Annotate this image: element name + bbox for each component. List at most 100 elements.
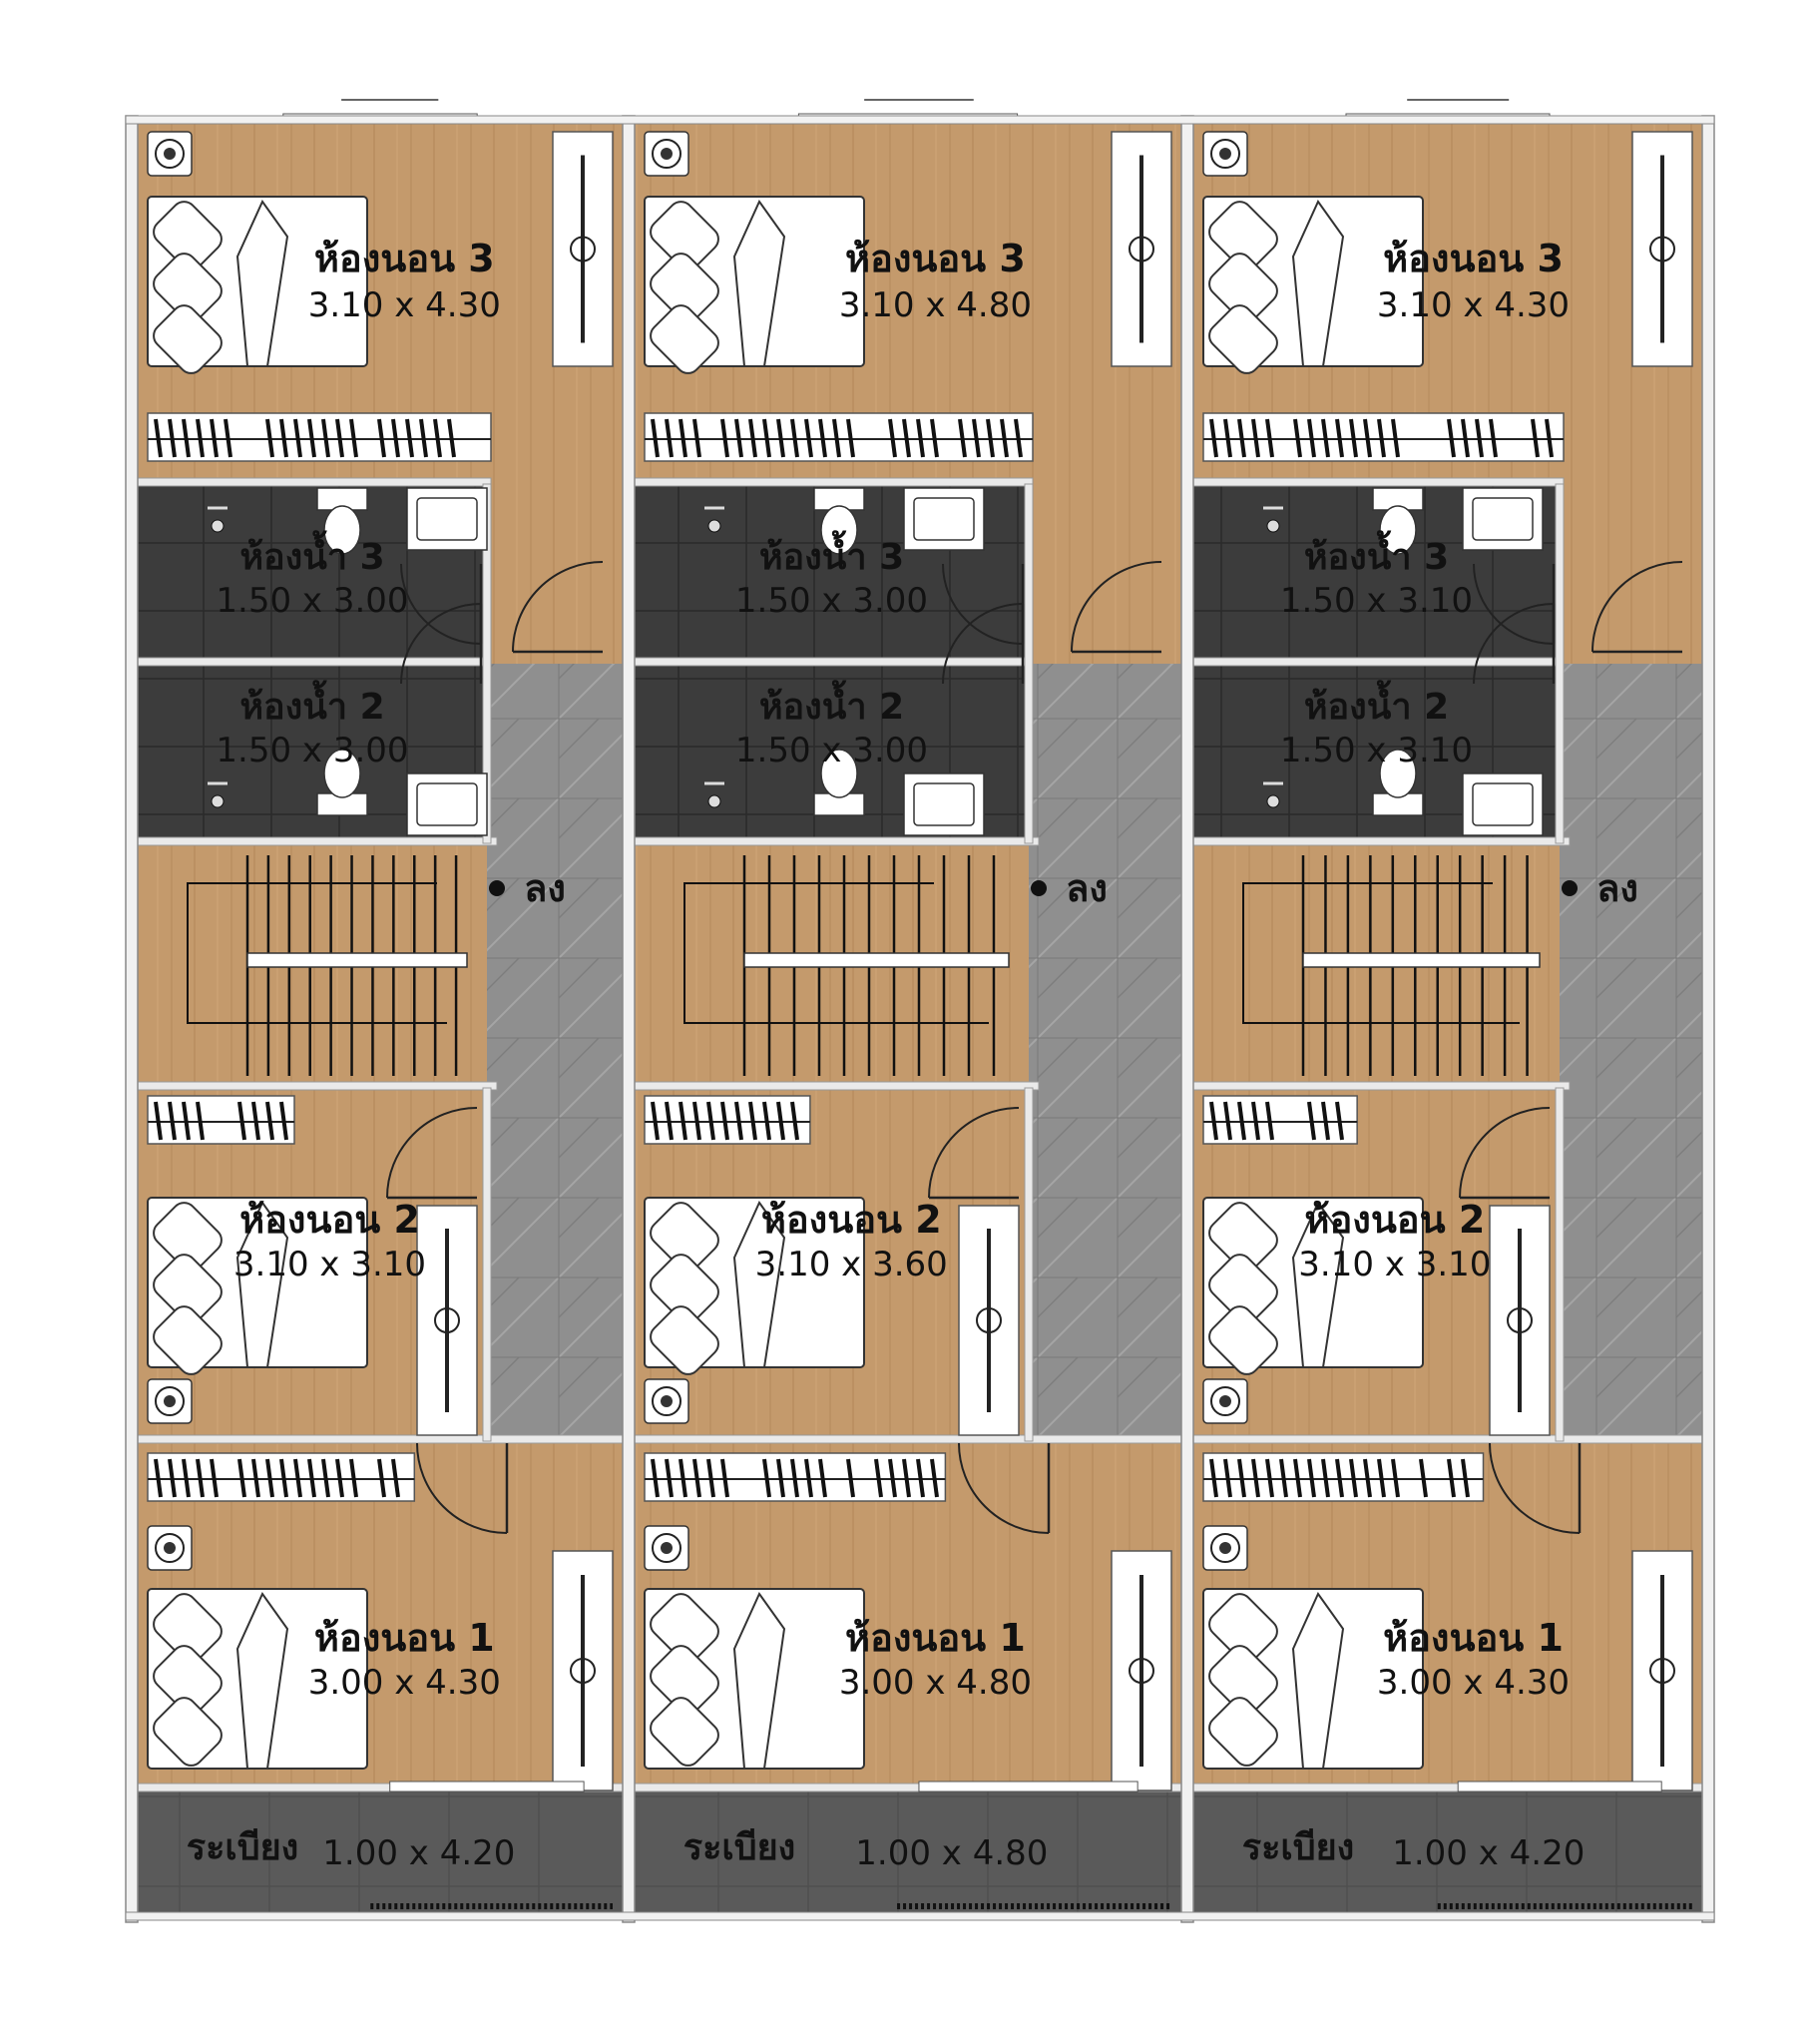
bedroom-3-name: ห้องนอน 3 (845, 237, 1026, 280)
bedroom-2-label: ห้องนอน 23.10 x 3.10 (233, 1198, 426, 1284)
shower-head (1267, 795, 1279, 807)
bathroom-3-size: 1.50 x 3.00 (216, 581, 408, 621)
stair-handrail (744, 953, 1009, 967)
bedroom-1-name: ห้องนอน 1 (314, 1616, 495, 1660)
lamp-base (164, 1542, 176, 1554)
bathroom-2-size: 1.50 x 3.00 (735, 731, 928, 770)
bedroom-3-size: 3.10 x 4.80 (839, 285, 1032, 325)
wall-bed2-top (1193, 1082, 1570, 1090)
bathroom-3-name: ห้องน้ำ 3 (239, 530, 384, 578)
bedroom-3-name: ห้องนอน 3 (314, 237, 495, 280)
sink-basin (914, 783, 974, 825)
shower-head (708, 795, 720, 807)
wall-bath-divider (138, 658, 491, 666)
wall-bed2-top (138, 1082, 497, 1090)
wall-bed2-side (483, 1088, 491, 1441)
stair-dot (489, 880, 505, 896)
stair-down-label: ลง (1596, 866, 1638, 910)
wall-bed2-side (1025, 1088, 1033, 1441)
wall-bath-divider (1193, 658, 1564, 666)
bedroom-3-name: ห้องนอน 3 (1383, 237, 1564, 280)
sliding-door (1458, 1782, 1661, 1791)
sliding-door (390, 1782, 584, 1791)
balcony-label: ระเบียง 1.00 x 4.20 (1242, 1827, 1586, 1873)
wall-bath-divider (635, 658, 1033, 666)
bedroom-2-size: 3.10 x 3.60 (755, 1245, 948, 1284)
party-wall (126, 116, 138, 1922)
sink-basin (1473, 783, 1533, 825)
stair-down-label: ลง (524, 866, 566, 910)
wall-stair-top (1193, 837, 1570, 845)
bedroom-1-name: ห้องนอน 1 (1383, 1616, 1564, 1660)
unit-3: ห้องนอน 33.10 x 4.30ห้องน้ำ 31.50 x 3.10… (1193, 100, 1702, 1916)
bedroom-2-size: 3.10 x 3.10 (1298, 1245, 1491, 1284)
bedroom-2-label: ห้องนอน 23.10 x 3.10 (1298, 1198, 1491, 1284)
sink-basin (1473, 498, 1533, 540)
wall-bath-side (1556, 484, 1564, 843)
front-wall (126, 116, 1714, 124)
bathroom-3-label: ห้องน้ำ 31.50 x 3.00 (216, 530, 408, 621)
stair-down-label: ลง (1066, 866, 1108, 910)
bath3-door-area (1029, 484, 1181, 664)
shower-head (708, 520, 720, 532)
stair-dot (1031, 880, 1047, 896)
bathroom-2-size: 1.50 x 3.10 (1280, 731, 1473, 770)
balcony-name: ระเบียง (187, 1827, 299, 1868)
party-wall (1702, 116, 1714, 1922)
balcony-size: 1.00 x 4.20 (1392, 1833, 1585, 1873)
balcony-name: ระเบียง (1242, 1827, 1355, 1868)
lamp-base (164, 148, 176, 160)
bath3-door-area (487, 484, 623, 664)
unit-2: ห้องนอน 3 3.10 x 4.80 ห้องน้ำ 31.50 x 3.00… (635, 100, 1181, 1916)
lamp-base (1219, 1395, 1231, 1407)
stair-handrail (1303, 953, 1540, 967)
bedroom-3-size: 3.10 x 4.30 (1377, 285, 1570, 325)
party-wall (1181, 116, 1193, 1922)
lamp-base (661, 148, 673, 160)
unit-1: ห้องนอน 3 3.10 x 4.30 ห้องน้ำ 31.50 x 3.00… (138, 100, 623, 1916)
bathroom-2-label: ห้องน้ำ 21.50 x 3.10 (1280, 680, 1473, 770)
bedroom-2-name: ห้องนอน 2 (1304, 1198, 1485, 1242)
stair-dot (1562, 880, 1578, 896)
wall-stair-top (138, 837, 497, 845)
sliding-door (919, 1782, 1137, 1791)
wall-bed1-top (635, 1435, 1181, 1443)
bathroom-3-size: 1.50 x 3.00 (735, 581, 928, 621)
bathroom-3-name: ห้องน้ำ 3 (1304, 530, 1449, 578)
bedroom-1-size: 3.00 x 4.30 (308, 1663, 501, 1703)
bedroom-2-name: ห้องนอน 2 (239, 1198, 420, 1242)
bedroom-2-size: 3.10 x 3.10 (233, 1245, 426, 1284)
wall-bath3-top (635, 478, 1033, 486)
bathroom-3-label: ห้องน้ำ 31.50 x 3.10 (1280, 530, 1473, 621)
lamp-base (1219, 148, 1231, 160)
shower-head (212, 795, 224, 807)
bedroom-1-size: 3.00 x 4.30 (1377, 1663, 1570, 1703)
wall-bed2-top (635, 1082, 1039, 1090)
sink-basin (914, 498, 974, 540)
sink-basin (417, 498, 477, 540)
bedroom-3-size: 3.10 x 4.30 (308, 285, 501, 325)
bathroom-2-name: ห้องน้ำ 2 (759, 680, 904, 728)
balcony-size: 1.00 x 4.20 (322, 1833, 515, 1873)
bathroom-3-label: ห้องน้ำ 31.50 x 3.00 (735, 530, 928, 621)
lamp-base (164, 1395, 176, 1407)
bath3-door-area (1560, 484, 1702, 664)
bathroom-2-label: ห้องน้ำ 21.50 x 3.00 (216, 680, 408, 770)
wall-bath-side (1025, 484, 1033, 843)
lamp-base (661, 1542, 673, 1554)
wall-bed2-side (1556, 1088, 1564, 1441)
bathroom-2-name: ห้องน้ำ 2 (239, 680, 384, 728)
wall-bed1-top (138, 1435, 623, 1443)
stair-handrail (247, 953, 467, 967)
bathroom-3-size: 1.50 x 3.10 (1280, 581, 1473, 621)
sink-basin (417, 783, 477, 825)
lamp-base (661, 1395, 673, 1407)
bedroom-1-label: ห้องนอน 13.00 x 4.30 (1377, 1616, 1570, 1703)
wall-stair-top (635, 837, 1039, 845)
bedroom-1-name: ห้องนอน 1 (845, 1616, 1026, 1660)
balcony-name: ระเบียง (683, 1827, 796, 1868)
shower-head (212, 520, 224, 532)
bedroom-1-label: ห้องนอน 13.00 x 4.80 (839, 1616, 1032, 1703)
bathroom-2-name: ห้องน้ำ 2 (1304, 680, 1449, 728)
